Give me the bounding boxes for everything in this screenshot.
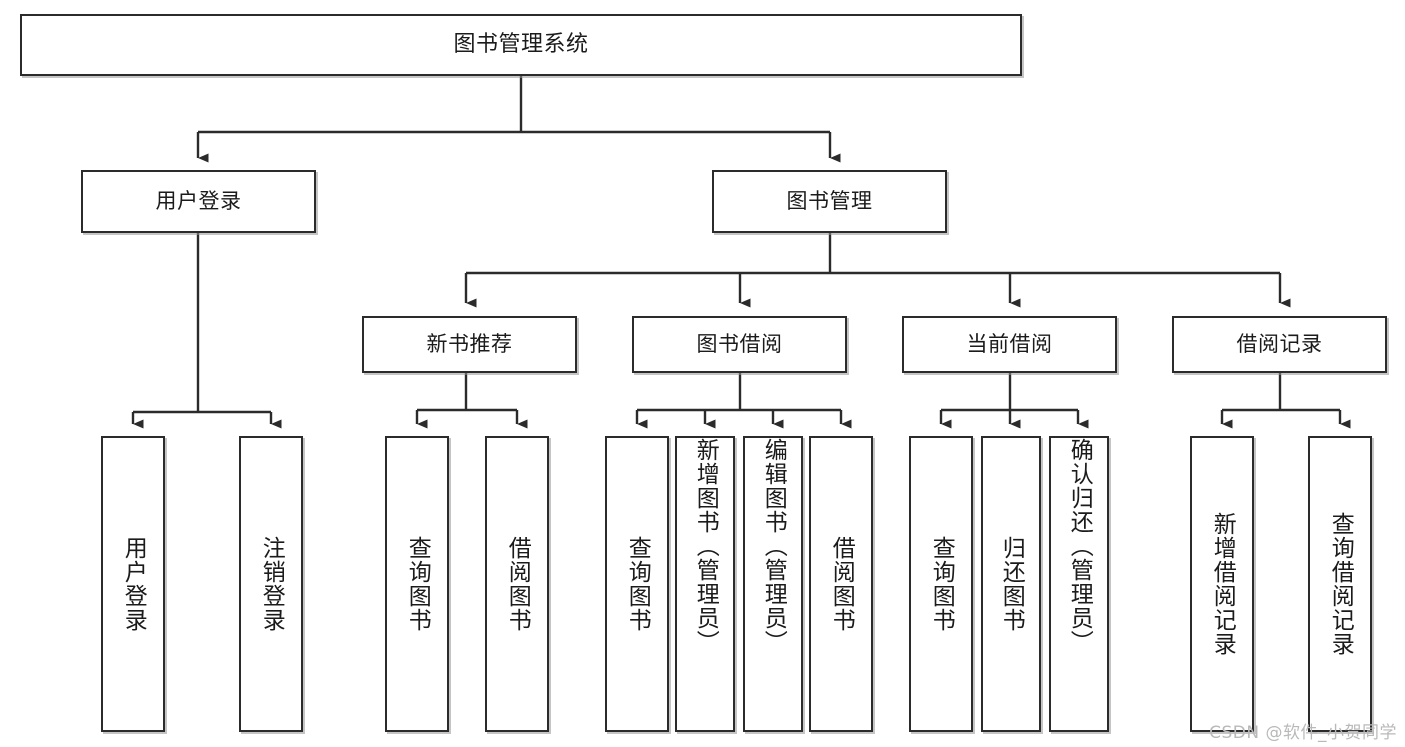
- node-label: 新增借阅记录: [1209, 512, 1236, 656]
- node-label: 图书借阅: [696, 331, 783, 356]
- node-label: 注销登录: [258, 536, 285, 632]
- node-label: 图书管理: [786, 188, 873, 213]
- node-label: 确认归还（管理员）: [1066, 438, 1093, 654]
- leaf-query-book-current[interactable]: 查询图书: [909, 436, 973, 732]
- csdn-watermark: CSDN @软件_小贺同学: [1209, 723, 1397, 743]
- node-root-system[interactable]: 图书管理系统: [20, 14, 1022, 76]
- node-label: 用户登录: [155, 188, 242, 213]
- node-label: 查询图书: [624, 536, 651, 632]
- leaf-query-book-borrow[interactable]: 查询图书: [605, 436, 669, 732]
- node-label: 查询图书: [404, 536, 431, 632]
- leaf-borrow-book[interactable]: 借阅图书: [809, 436, 873, 732]
- node-label: 编辑图书（管理员）: [760, 438, 787, 654]
- node-label: 归还图书: [998, 536, 1025, 632]
- leaf-add-borrow-record[interactable]: 新增借阅记录: [1190, 436, 1254, 732]
- node-book-borrow[interactable]: 图书借阅: [632, 316, 847, 373]
- node-label: 当前借阅: [966, 331, 1053, 356]
- node-label: 图书管理系统: [453, 31, 589, 57]
- node-label: 新增图书（管理员）: [692, 438, 719, 654]
- node-label: 借阅图书: [828, 536, 855, 632]
- node-label: 新书推荐: [426, 331, 513, 356]
- node-label: 借阅图书: [504, 536, 531, 632]
- leaf-confirm-return[interactable]: 确认归还（管理员）: [1049, 436, 1109, 732]
- node-current-borrow[interactable]: 当前借阅: [902, 316, 1117, 373]
- leaf-query-book-recommend[interactable]: 查询图书: [385, 436, 449, 732]
- node-label: 查询图书: [928, 536, 955, 632]
- leaf-return-book[interactable]: 归还图书: [981, 436, 1041, 732]
- leaf-user-logout[interactable]: 注销登录: [239, 436, 303, 732]
- leaf-borrow-book-recommend[interactable]: 借阅图书: [485, 436, 549, 732]
- node-borrow-record[interactable]: 借阅记录: [1172, 316, 1387, 373]
- node-book-manage[interactable]: 图书管理: [712, 170, 947, 233]
- leaf-user-login[interactable]: 用户登录: [101, 436, 165, 732]
- leaf-edit-book[interactable]: 编辑图书（管理员）: [743, 436, 803, 732]
- leaf-query-borrow-record[interactable]: 查询借阅记录: [1308, 436, 1372, 732]
- node-label: 借阅记录: [1236, 331, 1323, 356]
- node-label: 用户登录: [120, 536, 147, 632]
- node-user-login[interactable]: 用户登录: [81, 170, 316, 233]
- node-new-book-recommend[interactable]: 新书推荐: [362, 316, 577, 373]
- node-label: 查询借阅记录: [1327, 512, 1354, 656]
- leaf-add-book[interactable]: 新增图书（管理员）: [675, 436, 735, 732]
